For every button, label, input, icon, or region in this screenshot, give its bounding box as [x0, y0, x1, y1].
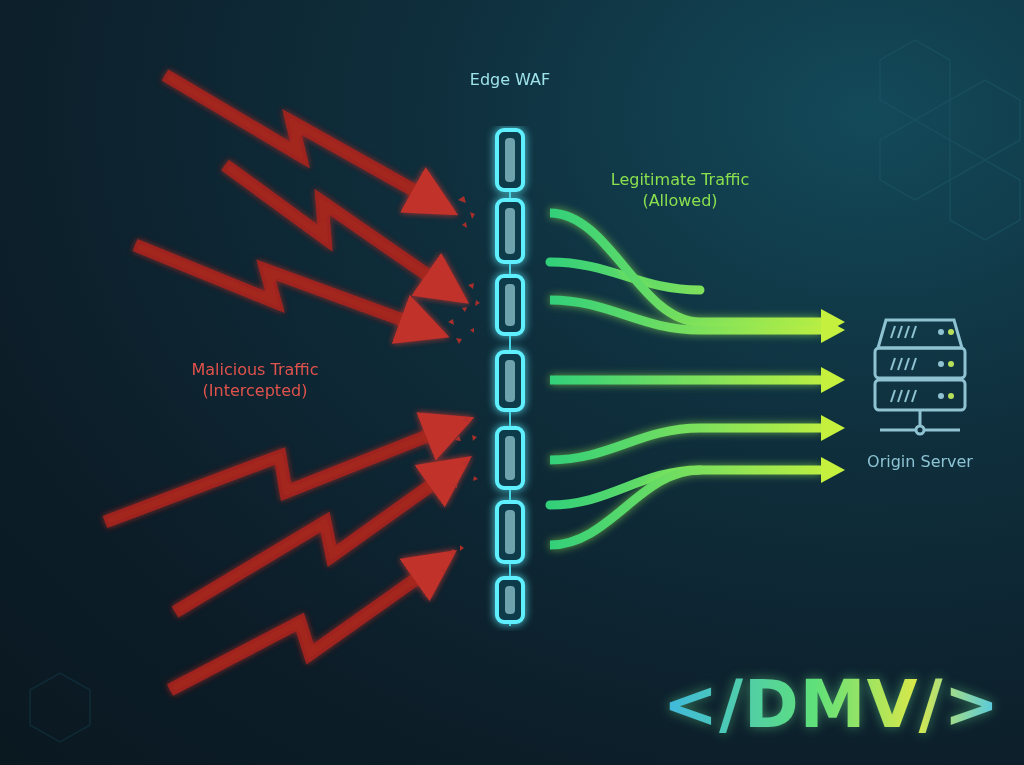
traffic-arrow [550, 300, 845, 343]
traffic-arrow [550, 415, 845, 460]
edge-label: Legitimate Traffic (Allowed) [605, 170, 755, 212]
node-heading: Edge WAF [430, 70, 590, 90]
malicious-arrows [105, 75, 455, 690]
node-label: Origin Server [835, 452, 1005, 472]
traffic-arrow [550, 213, 845, 335]
server-node: Origin Server [845, 312, 995, 487]
waf-segments [470, 126, 550, 636]
hexagon-texture [30, 40, 1020, 742]
traffic-arrow [550, 457, 845, 545]
waf-barrier: Edge WAF [470, 70, 550, 640]
traffic-arrow [550, 367, 845, 393]
server-icon [845, 312, 995, 442]
watermark: </DMV/> [663, 662, 1000, 748]
debris-shards [440, 196, 480, 574]
malicious-label: Malicious Traffic (Intercepted) [170, 360, 340, 402]
